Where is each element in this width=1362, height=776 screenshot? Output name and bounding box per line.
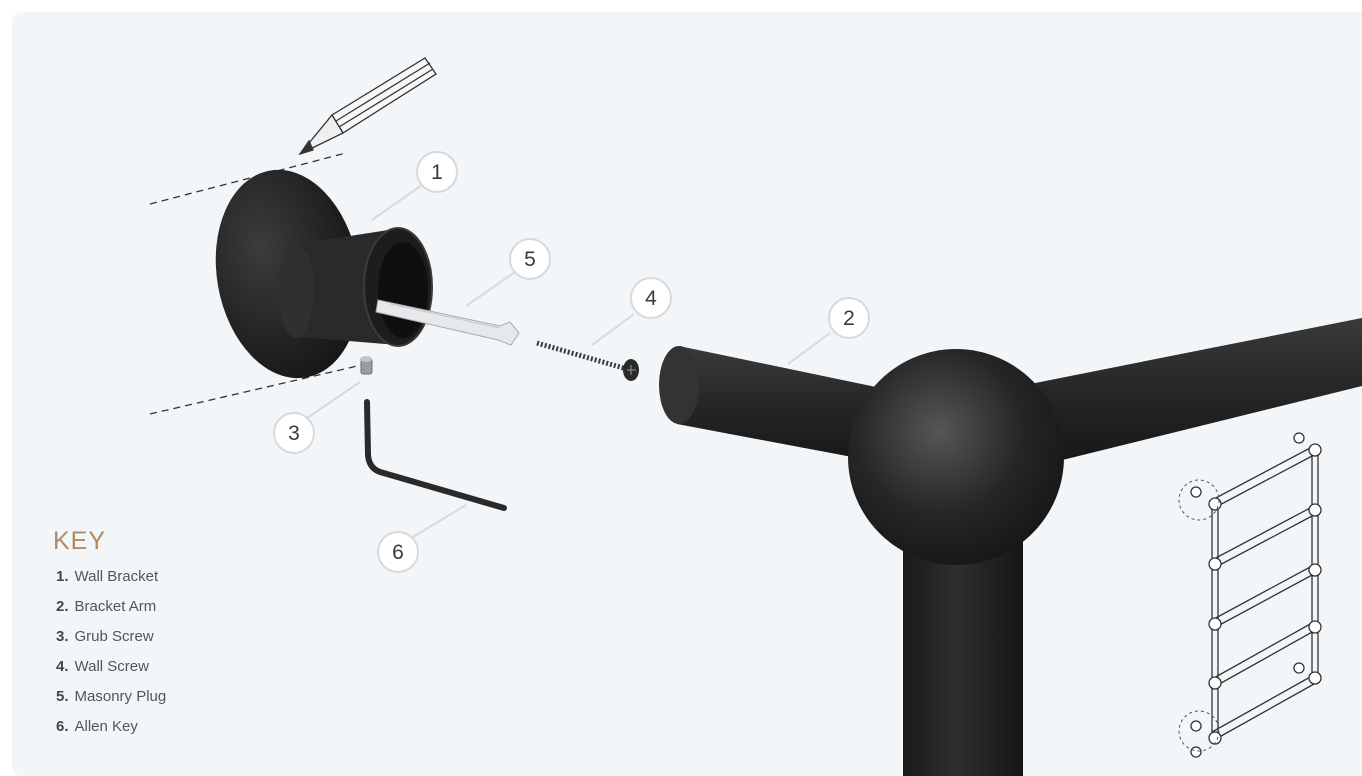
key-item: 2. Bracket Arm xyxy=(53,592,166,622)
svg-text:5: 5 xyxy=(524,248,536,271)
callout-2: 2 xyxy=(829,298,869,338)
wall-screw xyxy=(537,343,639,381)
callout-4: 4 xyxy=(631,278,671,318)
key-item: 5. Masonry Plug xyxy=(53,682,166,712)
key-item-number: 3. xyxy=(56,628,69,645)
key-item: 1. Wall Bracket xyxy=(53,562,166,592)
callout-5: 5 xyxy=(510,239,550,279)
key-title: KEY xyxy=(53,527,166,556)
key-item: 6. Allen Key xyxy=(53,712,166,742)
towel-rail-icon xyxy=(1179,433,1321,757)
svg-text:3: 3 xyxy=(288,422,300,445)
key-item-label: Masonry Plug xyxy=(75,688,167,705)
key-item: 3. Grub Screw xyxy=(53,622,166,652)
key-item: 4. Wall Screw xyxy=(53,652,166,682)
key-item-number: 5. xyxy=(56,688,69,705)
svg-text:2: 2 xyxy=(843,307,855,330)
svg-text:1: 1 xyxy=(431,161,443,184)
svg-text:6: 6 xyxy=(392,541,404,564)
parts-key: KEY 1. Wall Bracket 2. Bracket Arm 3. Grub … xyxy=(53,527,166,742)
key-list: 1. Wall Bracket 2. Bracket Arm 3. Grub Scre… xyxy=(53,562,166,742)
allen-key xyxy=(367,402,504,508)
key-item-label: Wall Screw xyxy=(75,658,149,675)
key-item-label: Grub Screw xyxy=(75,628,154,645)
grub-screw xyxy=(360,356,372,374)
callout-3: 3 xyxy=(274,413,314,453)
key-item-label: Allen Key xyxy=(75,718,138,735)
pencil-icon xyxy=(300,58,436,154)
svg-text:4: 4 xyxy=(645,287,657,310)
key-item-label: Bracket Arm xyxy=(75,598,157,615)
key-item-number: 4. xyxy=(56,658,69,675)
key-item-number: 1. xyxy=(56,568,69,585)
key-item-number: 6. xyxy=(56,718,69,735)
key-item-number: 2. xyxy=(56,598,69,615)
callout-1: 1 xyxy=(417,152,457,192)
key-item-label: Wall Bracket xyxy=(75,568,159,585)
callout-6: 6 xyxy=(378,532,418,572)
wall-bracket xyxy=(200,158,432,389)
